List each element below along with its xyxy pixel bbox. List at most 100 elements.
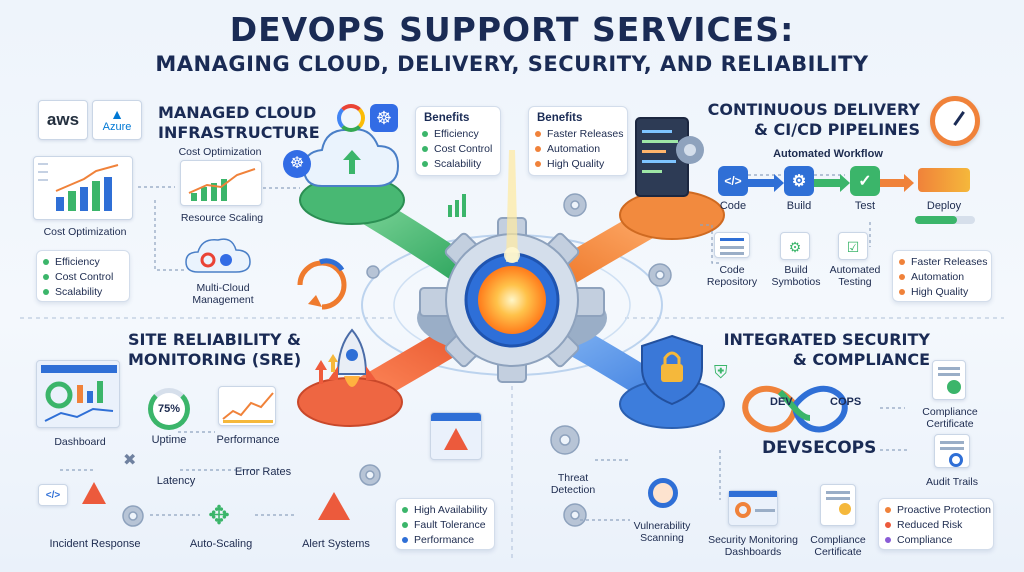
delivery-heading: CONTINUOUS DELIVERY & CI/CD PIPELINES — [707, 100, 920, 139]
cloud-heading: MANAGED CLOUD INFRASTRUCTURE — [158, 103, 320, 142]
error-rates-label: Error Rates — [234, 466, 292, 478]
deploy-progress — [915, 216, 975, 224]
delivery-list-box: Faster Releases Automation High Quality — [892, 250, 992, 302]
list-item: Faster Releases — [899, 255, 987, 270]
cost-optimization-label: Cost Optimization — [43, 226, 127, 238]
mini-growth-icon — [448, 194, 466, 217]
growth-arrows-icon — [315, 354, 338, 384]
list-item: Efficiency — [422, 127, 494, 142]
list-item: Scalability — [422, 157, 494, 172]
uptime-gauge: 75% — [148, 388, 190, 430]
tools-icon: ✖ — [123, 452, 137, 469]
repository-icon — [714, 232, 750, 258]
security-heading: INTEGRATED SECURITY & COMPLIANCE — [723, 330, 930, 369]
central-gear-icon — [417, 217, 607, 383]
stopwatch-icon — [930, 96, 980, 146]
list-item: Cost Control — [43, 270, 123, 285]
delivery-benefits-box: Benefits Faster Releases Automation High… — [528, 106, 628, 176]
vulnerability-scan-icon — [648, 478, 678, 508]
dashboard-icon — [36, 360, 120, 428]
security-list-box: Proactive Protection Reduced Risk Compli… — [878, 498, 994, 550]
certificate-2-icon — [820, 484, 856, 526]
step-label: Deploy — [926, 200, 962, 212]
list-item: Efficiency — [43, 255, 123, 270]
code-window-icon — [635, 117, 704, 197]
alert-icon — [318, 492, 350, 520]
uptime-label: Uptime — [151, 434, 187, 446]
step-label: Build — [786, 200, 812, 212]
rocket-icon — [328, 328, 376, 387]
list-item: Scalability — [43, 285, 123, 300]
refresh-icon — [297, 258, 347, 310]
devsecops-label: DEVSECOPS — [762, 438, 877, 458]
list-item: Faster Releases — [535, 127, 623, 142]
page-title: DEVOPS SUPPORT SERVICES: — [229, 10, 795, 49]
ops-label: COPS — [830, 396, 862, 408]
build-file-icon: ⚙ — [780, 232, 810, 260]
autoscaling-label: Auto-Scaling — [189, 538, 253, 550]
cloud-benefits-box: Benefits Efficiency Cost Control Scalabi… — [415, 106, 501, 176]
kubernetes-icon: ☸ — [370, 104, 398, 132]
deploy-step-icon — [918, 168, 970, 192]
aws-logo: aws — [38, 100, 88, 140]
alert-window-icon — [430, 412, 482, 460]
list-item: High Quality — [535, 157, 621, 172]
list-item: Proactive Protection — [885, 503, 991, 518]
autoscaling-icon: ✥ — [208, 500, 230, 530]
certificate-icon — [932, 360, 966, 400]
audit-trails-label: Audit Trails — [926, 476, 978, 488]
resource-chart-card — [180, 160, 262, 206]
small-shield-icon: ⛨ — [714, 362, 728, 382]
pipeline-arrows — [748, 174, 914, 192]
sre-list-box: High Availability Fault Tolerance Perfor… — [395, 498, 495, 550]
workflow-title: Automated Workflow — [773, 148, 883, 160]
devsecops-infinity-icon — [742, 385, 848, 433]
kubernetes-small-icon: ☸ — [283, 150, 311, 178]
step-label: Code — [719, 200, 747, 212]
step-label: Test — [854, 200, 876, 212]
cloud-list-box: Efficiency Cost Control Scalability — [36, 250, 130, 302]
audit-icon — [934, 434, 970, 468]
dashboard-label: Dashboard — [54, 436, 106, 448]
list-item: Automation — [535, 142, 621, 157]
performance-label: Performance — [216, 434, 280, 446]
security-dashboard-icon — [728, 490, 778, 526]
gcp-icon — [337, 104, 365, 132]
list-item: Compliance — [885, 533, 987, 548]
code-step-icon: </> — [718, 166, 748, 196]
dev-label: DEV — [770, 396, 793, 408]
test-checklist-icon: ☑ — [838, 232, 868, 260]
platform-delivery — [619, 190, 725, 240]
multicloud-label: Multi-Cloud Management — [192, 282, 254, 306]
list-item: Automation — [899, 270, 985, 285]
warning-icon — [82, 482, 106, 504]
list-item: Fault Tolerance — [402, 518, 488, 533]
decor-gears-icon — [122, 193, 672, 527]
latency-label: Latency — [156, 475, 196, 487]
cost-chart-card — [33, 156, 133, 220]
list-item: High Availability — [402, 503, 488, 518]
multicloud-icon — [184, 236, 264, 276]
page-subtitle: MANAGING CLOUD, DELIVERY, SECURITY, AND … — [155, 52, 869, 76]
cost-optimization-top-label: Cost Optimization — [178, 146, 262, 158]
cloud-upload-icon — [302, 128, 400, 187]
test-step-icon: ✓ — [850, 166, 880, 196]
azure-logo: ▲ Azure — [92, 100, 142, 140]
alert-systems-label: Alert Systems — [302, 538, 370, 550]
performance-chart — [218, 386, 276, 426]
build-step-icon: ⚙ — [784, 166, 814, 196]
resource-scaling-label: Resource Scaling — [180, 212, 264, 224]
sre-heading: SITE RELIABILITY & MONITORING (SRE) — [128, 330, 302, 369]
incident-response-label: Incident Response — [49, 538, 141, 550]
list-item: Reduced Risk — [885, 518, 987, 533]
code-window-small-icon: </> — [38, 484, 68, 506]
